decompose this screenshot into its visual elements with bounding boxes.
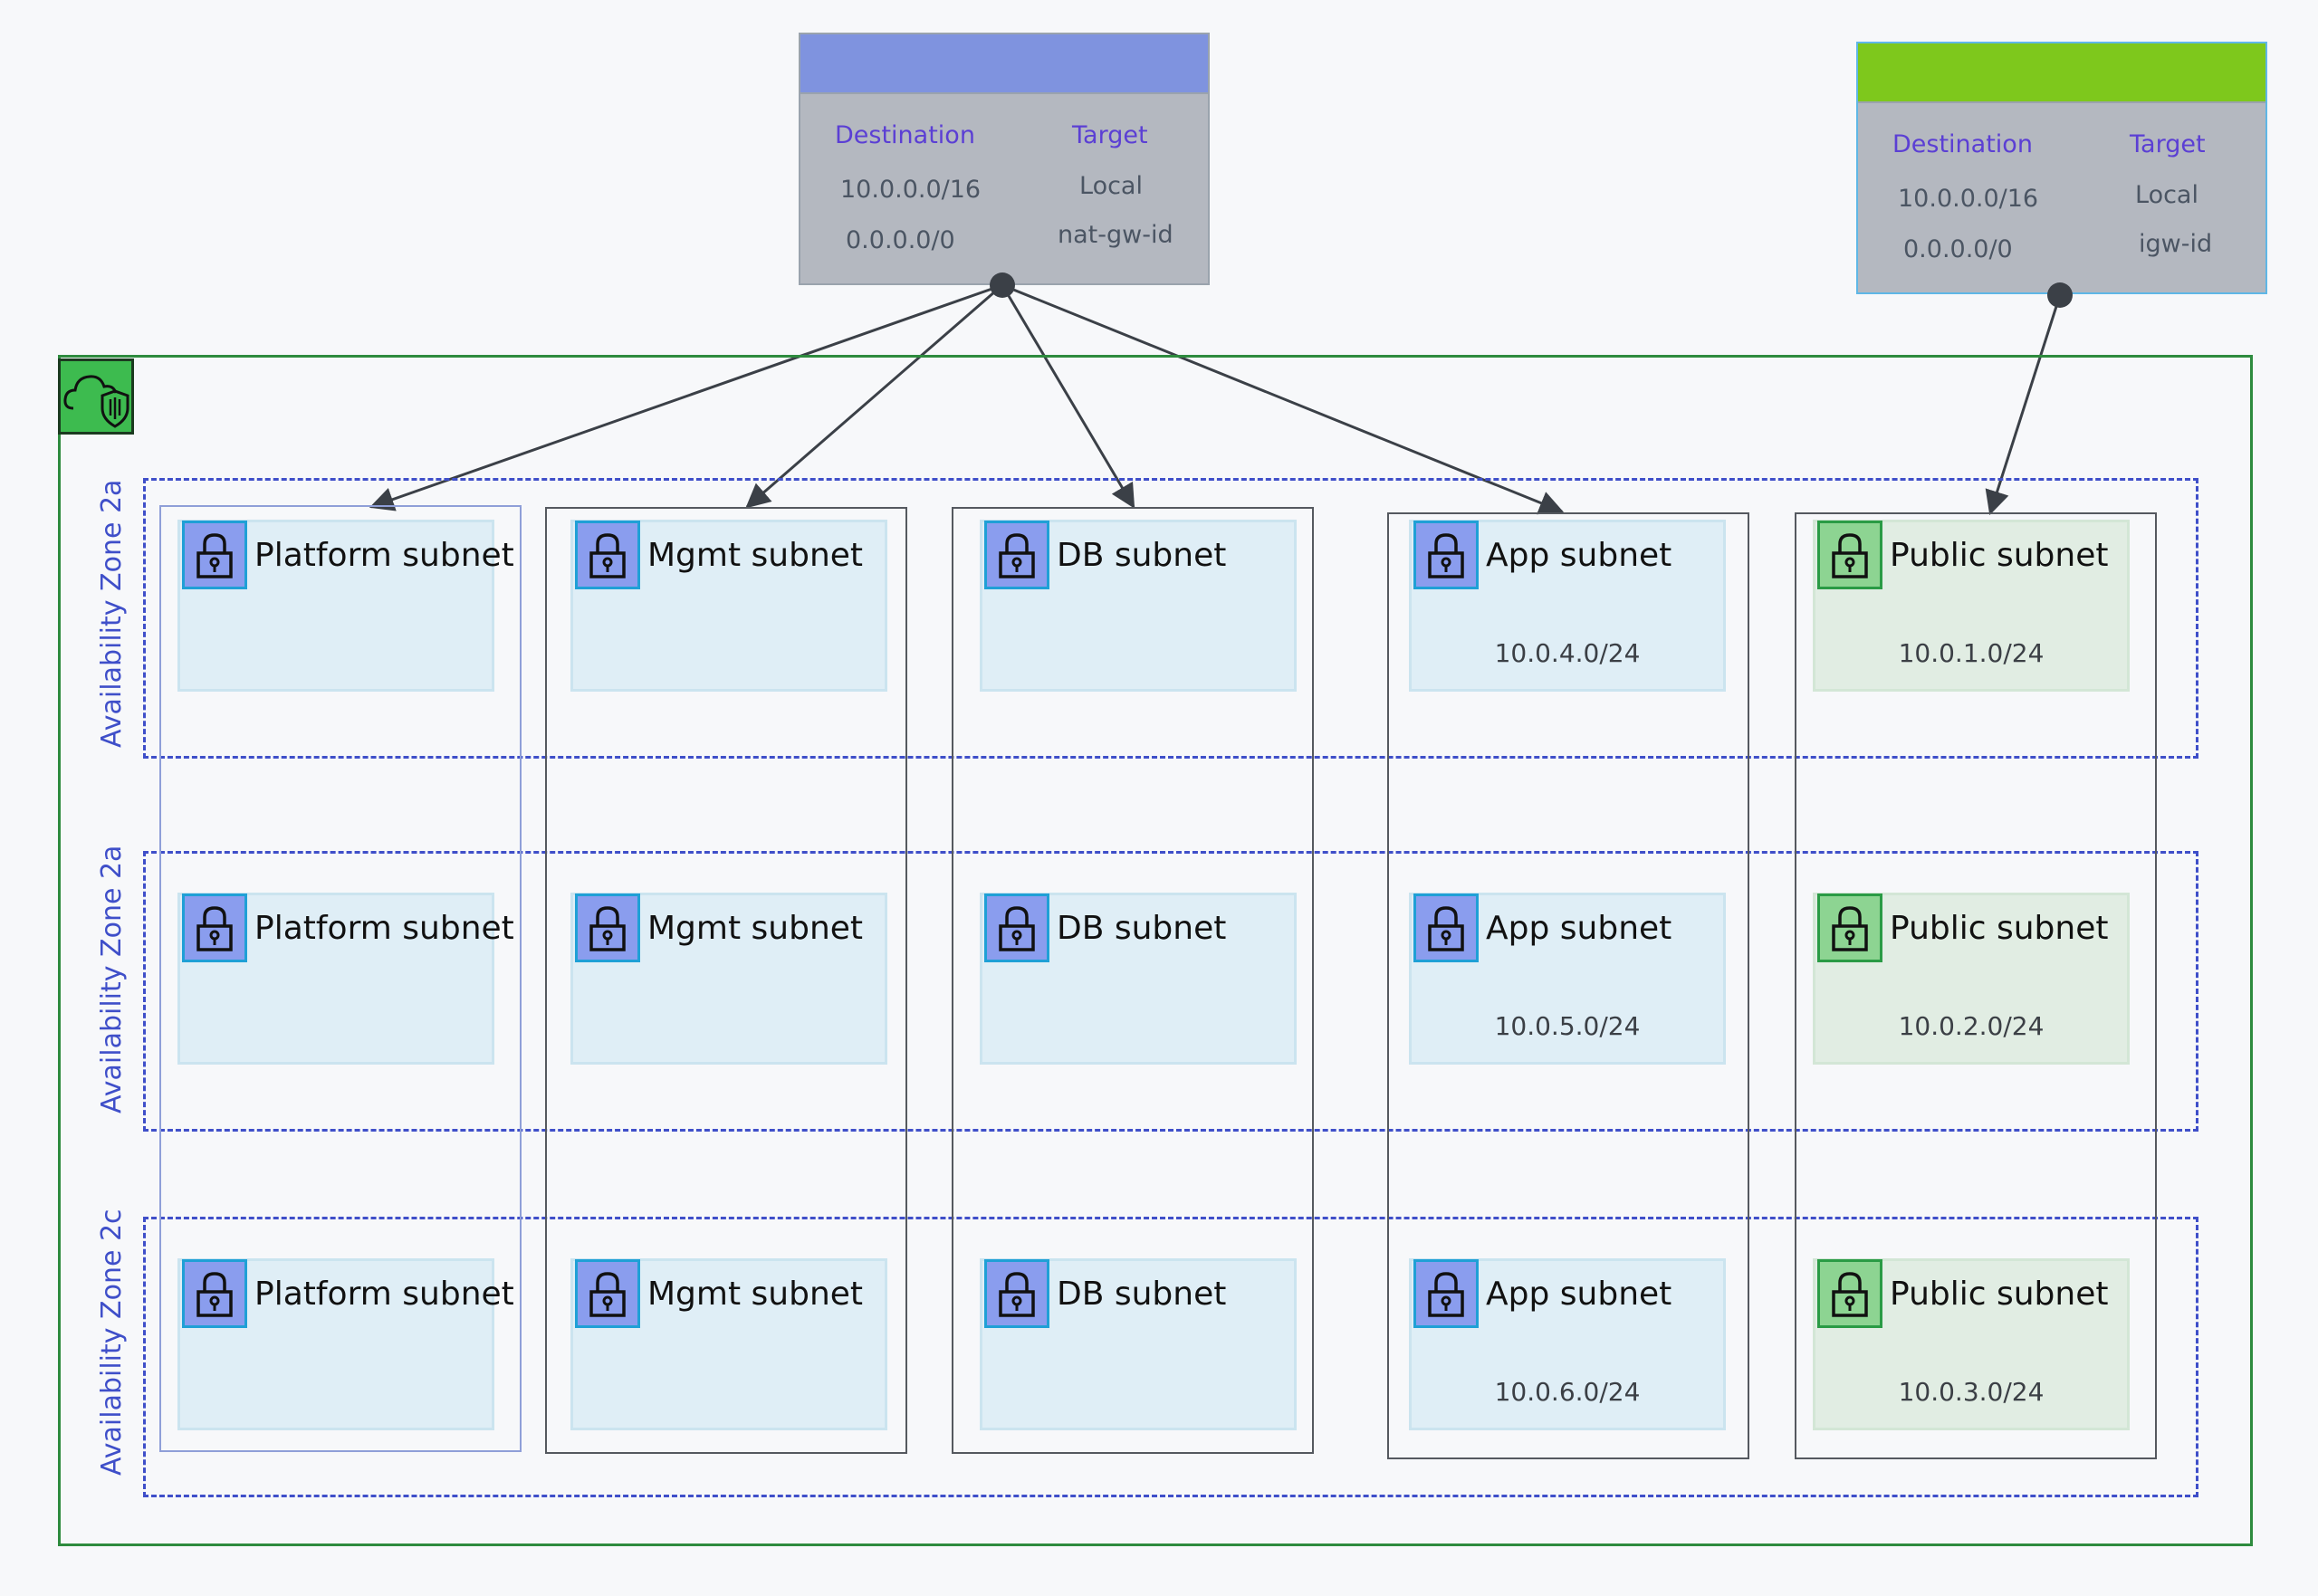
lock-icon	[1817, 521, 1882, 589]
route-group-public	[1795, 512, 2157, 1459]
subnet-card[interactable]: Mgmt subnet	[570, 1258, 887, 1430]
subnet-card[interactable]: Public subnet 10.0.3.0/24	[1813, 1258, 2130, 1430]
lock-icon	[575, 521, 640, 589]
route-arrow-platform	[369, 283, 1003, 511]
route-table-header	[800, 34, 1208, 94]
availability-zone-1	[143, 478, 2198, 759]
column-destination: Destination	[835, 121, 975, 149]
lock-icon	[1413, 894, 1479, 962]
lock-icon	[182, 1259, 247, 1328]
lock-icon	[1817, 1259, 1882, 1328]
subnet-name: Platform subnet	[254, 1276, 514, 1313]
route-source-dot	[990, 272, 1015, 298]
subnet-name: Platform subnet	[254, 537, 514, 574]
lock-icon	[182, 894, 247, 962]
subnet-name: App subnet	[1486, 537, 1672, 574]
route-group-platform	[159, 505, 522, 1452]
subnet-cidr: 10.0.1.0/24	[1898, 638, 2045, 668]
lock-icon	[575, 894, 640, 962]
route-table-header	[1858, 43, 2265, 103]
route-destination: 10.0.0.0/16	[840, 176, 982, 204]
route-arrow-public	[1985, 294, 2062, 516]
availability-zone-label: Availability Zone 2a	[96, 479, 128, 748]
route-destination: 10.0.0.0/16	[1898, 185, 2039, 213]
availability-zone-3	[143, 1217, 2198, 1497]
route-group-mgmt	[545, 507, 907, 1454]
route-target: Local	[1079, 172, 1143, 200]
route-arrow-mgmt	[745, 283, 1003, 509]
lock-icon	[1817, 894, 1882, 962]
lock-icon	[575, 1259, 640, 1328]
subnet-card[interactable]: Public subnet 10.0.2.0/24	[1813, 893, 2130, 1065]
lock-icon	[1413, 521, 1479, 589]
route-destination: 0.0.0.0/0	[846, 226, 955, 254]
subnet-name: DB subnet	[1057, 910, 1227, 947]
subnet-card[interactable]: App subnet 10.0.5.0/24	[1409, 893, 1726, 1065]
availability-zone-2	[143, 851, 2198, 1132]
route-target: igw-id	[2139, 230, 2213, 258]
route-target: Local	[2135, 181, 2198, 209]
route-arrow-db	[1001, 284, 1135, 509]
subnet-card[interactable]: Platform subnet	[177, 520, 514, 692]
route-arrow-app	[1001, 283, 1565, 515]
subnet-card[interactable]: App subnet 10.0.6.0/24	[1409, 1258, 1726, 1430]
route-source-dot	[2047, 282, 2073, 308]
subnet-card[interactable]: DB subnet	[980, 893, 1297, 1065]
availability-zone-label: Availability Zone 2a	[96, 845, 128, 1113]
subnet-name: App subnet	[1486, 1276, 1672, 1313]
availability-zone-label: Availability Zone 2c	[96, 1209, 128, 1476]
subnet-cidr: 10.0.4.0/24	[1494, 638, 1641, 668]
subnet-card[interactable]: Mgmt subnet	[570, 520, 887, 692]
lock-icon	[182, 521, 247, 589]
subnet-name: Public subnet	[1890, 1276, 2109, 1313]
lock-icon	[984, 1259, 1049, 1328]
route-group-app	[1387, 512, 1749, 1459]
subnet-name: App subnet	[1486, 910, 1672, 947]
column-destination: Destination	[1892, 130, 2033, 158]
subnet-name: Mgmt subnet	[647, 1276, 864, 1313]
subnet-cidr: 10.0.5.0/24	[1494, 1011, 1641, 1041]
subnet-card[interactable]: DB subnet	[980, 520, 1297, 692]
route-group-db	[952, 507, 1314, 1454]
subnet-name: DB subnet	[1057, 537, 1227, 574]
subnet-card[interactable]: App subnet 10.0.4.0/24	[1409, 520, 1726, 692]
lock-icon	[1413, 1259, 1479, 1328]
subnet-card[interactable]: Mgmt subnet	[570, 893, 887, 1065]
route-target: nat-gw-id	[1058, 221, 1173, 249]
route-table-private[interactable]: Destination Target 10.0.0.0/16 Local 0.0…	[799, 33, 1210, 285]
route-table-public[interactable]: Destination Target 10.0.0.0/16 Local 0.0…	[1856, 42, 2267, 294]
subnet-name: Mgmt subnet	[647, 537, 864, 574]
route-destination: 0.0.0.0/0	[1903, 235, 2013, 263]
subnet-card[interactable]: DB subnet	[980, 1258, 1297, 1430]
vpc-container	[58, 355, 2253, 1546]
subnet-name: Mgmt subnet	[647, 910, 864, 947]
subnet-card[interactable]: Public subnet 10.0.1.0/24	[1813, 520, 2130, 692]
subnet-card[interactable]: Platform subnet	[177, 1258, 514, 1430]
vpc-cloud-shield-icon	[58, 358, 134, 435]
lock-icon	[984, 521, 1049, 589]
subnet-cidr: 10.0.6.0/24	[1494, 1377, 1641, 1407]
subnet-name: Public subnet	[1890, 910, 2109, 947]
subnet-name: Public subnet	[1890, 537, 2109, 574]
subnet-name: DB subnet	[1057, 1276, 1227, 1313]
column-target: Target	[2130, 130, 2206, 158]
lock-icon	[984, 894, 1049, 962]
subnet-card[interactable]: Platform subnet	[177, 893, 514, 1065]
subnet-name: Platform subnet	[254, 910, 514, 947]
subnet-cidr: 10.0.2.0/24	[1898, 1011, 2045, 1041]
subnet-cidr: 10.0.3.0/24	[1898, 1377, 2045, 1407]
column-target: Target	[1072, 121, 1148, 149]
